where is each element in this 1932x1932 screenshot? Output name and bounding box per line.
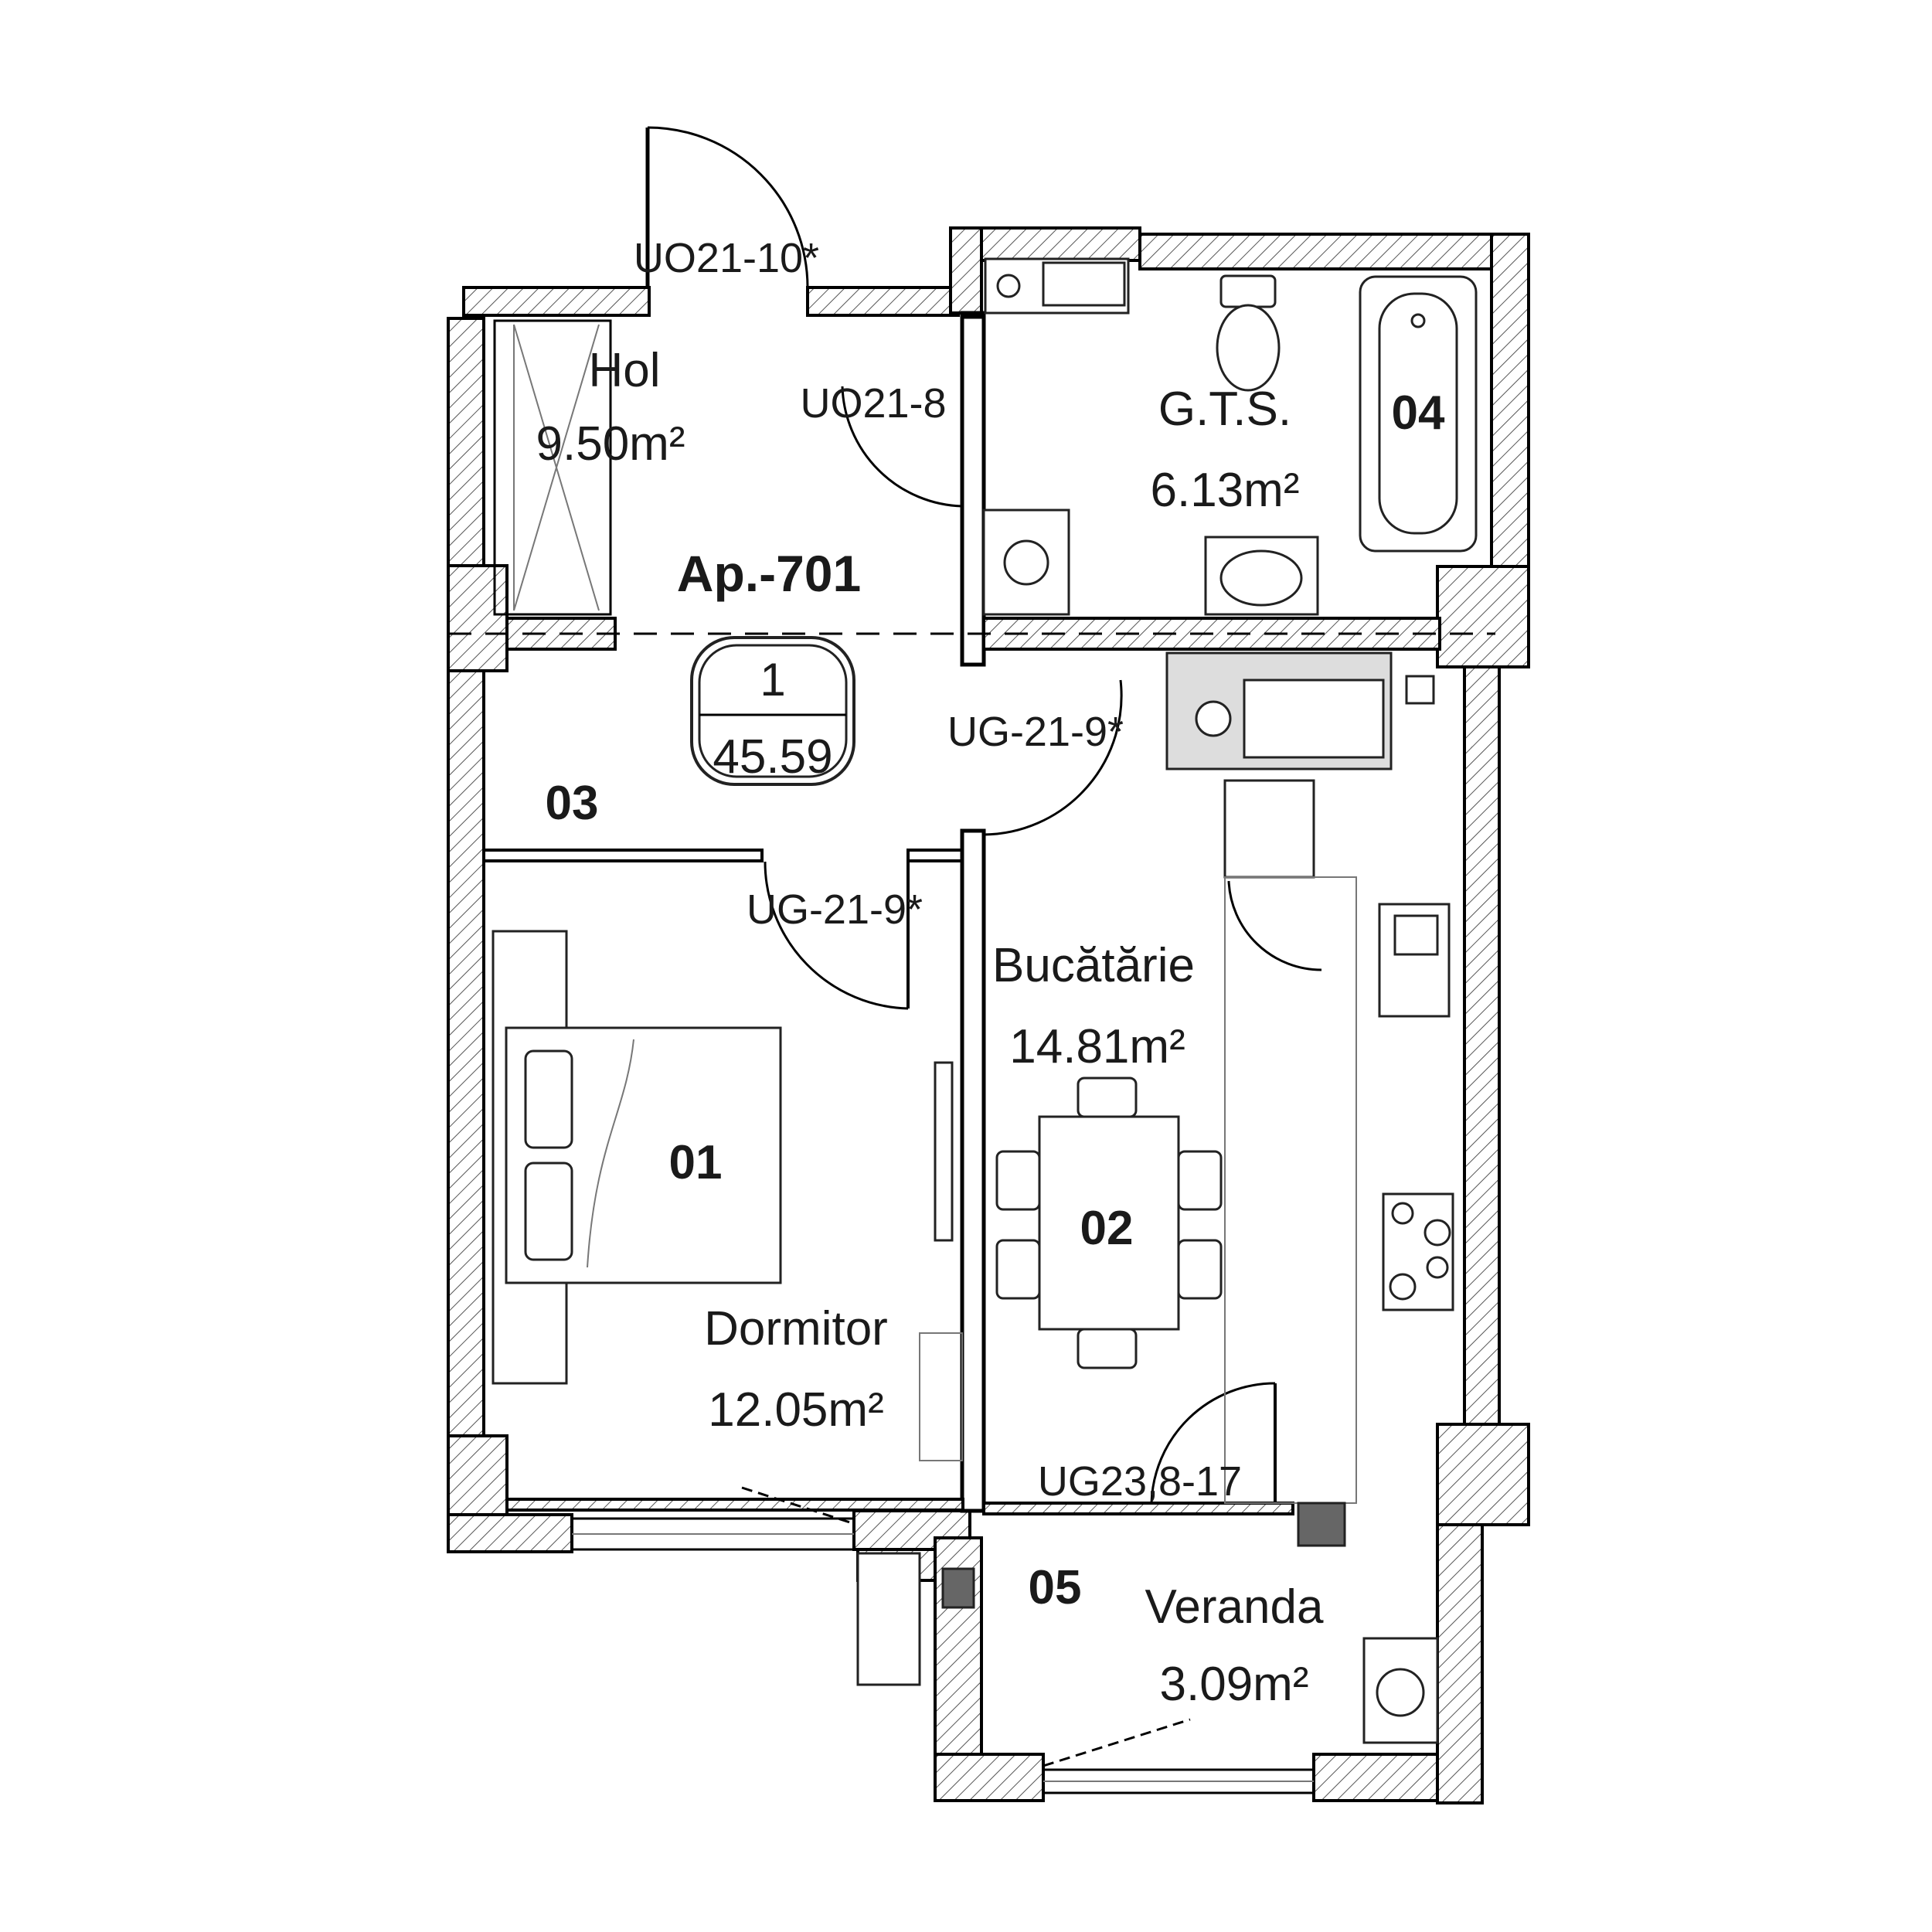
door-label-bedroom: UG-21-9* <box>747 886 923 933</box>
door-label-bathroom: UO21-8 <box>800 380 946 427</box>
badge-number: 1 <box>760 654 785 706</box>
hol-area: 9.50m² <box>536 417 685 471</box>
interior-walls <box>482 311 1441 1515</box>
doors <box>645 126 1322 1504</box>
gts-name: G.T.S. <box>1158 383 1291 436</box>
apartment-name: Ap.-701 <box>677 545 861 602</box>
veranda-code: 05 <box>1029 1561 1082 1614</box>
dormitor-area: 12.05m² <box>708 1383 883 1437</box>
bucatarie-code: 02 <box>1080 1202 1134 1255</box>
apartment-badge <box>690 636 855 786</box>
hol-code: 03 <box>546 777 599 830</box>
kitchen-fixtures <box>995 651 1454 1504</box>
dormitor-code: 01 <box>669 1136 723 1189</box>
hol-name: Hol <box>588 344 660 397</box>
bucatarie-name: Bucătărie <box>992 939 1195 992</box>
windows <box>493 319 1315 1794</box>
exterior-walls <box>447 226 1530 1804</box>
dormitor-name: Dormitor <box>704 1302 888 1355</box>
door-label-kitchen: UG-21-9* <box>947 709 1124 755</box>
veranda-area: 3.09m² <box>1160 1658 1309 1711</box>
door-label-veranda: UG23,8-17 <box>1038 1458 1242 1505</box>
badge-area: 45.59 <box>713 730 832 784</box>
veranda-fixtures <box>856 1502 1439 1744</box>
bucatarie-area: 14.81m² <box>1009 1020 1185 1073</box>
gts-area: 6.13m² <box>1151 464 1300 517</box>
door-label-entrance: UO21-10* <box>634 235 819 281</box>
veranda-name: Veranda <box>1145 1580 1325 1634</box>
bathroom-fixtures <box>982 257 1478 616</box>
bedroom-furniture <box>492 930 963 1461</box>
gts-code: 04 <box>1392 386 1445 440</box>
